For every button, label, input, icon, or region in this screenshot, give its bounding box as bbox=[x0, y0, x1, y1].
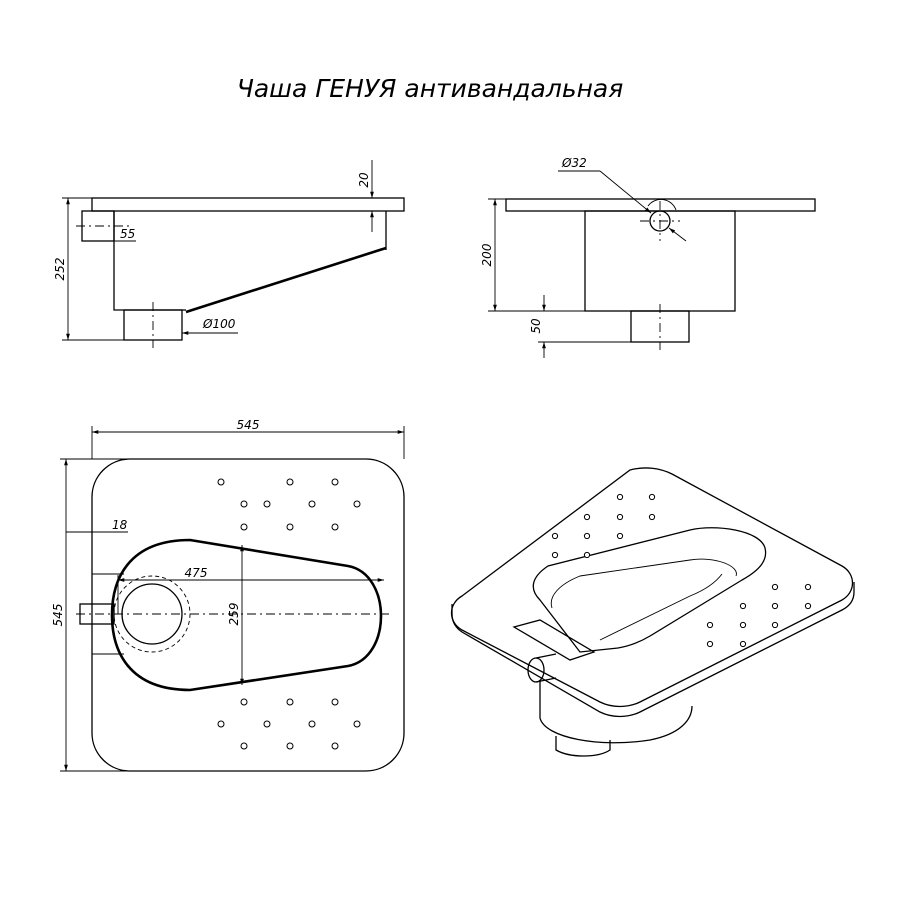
side-view-body-outline bbox=[113, 211, 186, 311]
drawing-title: Чаша ГЕНУЯ антивандальная bbox=[237, 74, 624, 103]
drain-hole bbox=[616, 532, 624, 540]
iso-bowl-inner-wall bbox=[550, 558, 737, 609]
drain-hole bbox=[583, 551, 591, 559]
drain-hole bbox=[286, 523, 294, 531]
iso-holes-left bbox=[551, 493, 656, 559]
iso-outlet-pipe bbox=[555, 736, 611, 757]
side-view-dim-20-label: 20 bbox=[357, 172, 371, 188]
front-view-dim-200-label: 200 bbox=[480, 243, 494, 266]
drain-hole bbox=[286, 478, 294, 486]
top-view-dim-259-label: 259 bbox=[227, 603, 241, 626]
drain-hole bbox=[583, 532, 591, 540]
drain-hole bbox=[583, 513, 591, 521]
drain-hole bbox=[263, 500, 271, 508]
top-view-dim-18-label: 18 bbox=[112, 518, 128, 532]
side-view-dim-55-label: 55 bbox=[120, 227, 135, 241]
top-view-dim-475-label: 475 bbox=[185, 566, 208, 580]
drain-hole bbox=[217, 720, 225, 728]
drain-hole bbox=[286, 698, 294, 706]
drain-hole bbox=[240, 742, 248, 750]
drain-hole bbox=[739, 621, 747, 629]
drain-hole bbox=[551, 532, 559, 540]
drain-hole bbox=[263, 720, 271, 728]
top-view-dim-545-depth-label: 545 bbox=[51, 604, 65, 627]
drain-hole bbox=[804, 602, 812, 610]
drain-hole bbox=[771, 602, 779, 610]
drain-hole bbox=[706, 640, 714, 648]
top-view-holes-bottom bbox=[217, 698, 361, 750]
drain-hole bbox=[771, 583, 779, 591]
front-view-d32-leader-2 bbox=[668, 227, 687, 242]
top-view-holes-top bbox=[217, 478, 361, 531]
front-view-d32-leader bbox=[599, 170, 652, 214]
iso-bowl-inner-step bbox=[599, 573, 723, 641]
drain-hole bbox=[308, 500, 316, 508]
side-view-slope bbox=[185, 246, 387, 314]
drain-hole bbox=[739, 602, 747, 610]
iso-plate-top bbox=[450, 467, 854, 708]
drain-hole bbox=[240, 698, 248, 706]
drain-hole bbox=[331, 523, 339, 531]
drain-hole bbox=[648, 493, 656, 501]
drain-hole bbox=[217, 478, 225, 486]
iso-inlet-bottom-edge bbox=[535, 677, 557, 683]
front-view-inlet-circle bbox=[649, 210, 671, 232]
iso-holes-right bbox=[706, 583, 812, 648]
drain-hole bbox=[331, 478, 339, 486]
top-view-dim-545-width-label: 545 bbox=[237, 418, 260, 432]
drain-hole bbox=[331, 698, 339, 706]
drain-hole bbox=[353, 500, 361, 508]
top-view: 545 545 18 475 259 bbox=[51, 418, 405, 772]
iso-channel bbox=[512, 619, 596, 661]
iso-plate-thickness bbox=[451, 582, 855, 718]
front-view-top-plate bbox=[505, 198, 816, 212]
drain-hole bbox=[648, 513, 656, 521]
drain-hole bbox=[353, 720, 361, 728]
iso-body-underside bbox=[539, 680, 693, 744]
drain-hole bbox=[616, 513, 624, 521]
drain-hole bbox=[739, 640, 747, 648]
top-view-bowl-outline bbox=[110, 538, 383, 692]
side-view-dim-252-label: 252 bbox=[53, 258, 67, 281]
drain-hole bbox=[331, 742, 339, 750]
iso-bowl-opening bbox=[532, 527, 767, 653]
drain-hole bbox=[706, 621, 714, 629]
drain-hole bbox=[616, 493, 624, 501]
top-view-inlet-nozzle bbox=[79, 603, 115, 625]
front-view: Ø32 200 50 bbox=[480, 156, 816, 358]
side-view: 20 55 252 Ø100 bbox=[53, 160, 405, 348]
front-view-dim-50-label: 50 bbox=[529, 318, 543, 334]
front-view-inlet-arc bbox=[647, 198, 677, 211]
drain-hole bbox=[771, 621, 779, 629]
front-view-dim-32-label: Ø32 bbox=[561, 156, 587, 170]
side-view-top-plate bbox=[91, 197, 405, 212]
isometric-view bbox=[450, 467, 855, 757]
drain-hole bbox=[551, 551, 559, 559]
side-view-dim-100-label: Ø100 bbox=[202, 317, 236, 331]
iso-inlet-top-edge bbox=[535, 653, 557, 659]
drain-hole bbox=[804, 583, 812, 591]
drain-hole bbox=[240, 500, 248, 508]
drain-hole bbox=[286, 742, 294, 750]
iso-inlet-nozzle bbox=[527, 657, 545, 683]
drain-hole bbox=[308, 720, 316, 728]
drain-hole bbox=[240, 523, 248, 531]
